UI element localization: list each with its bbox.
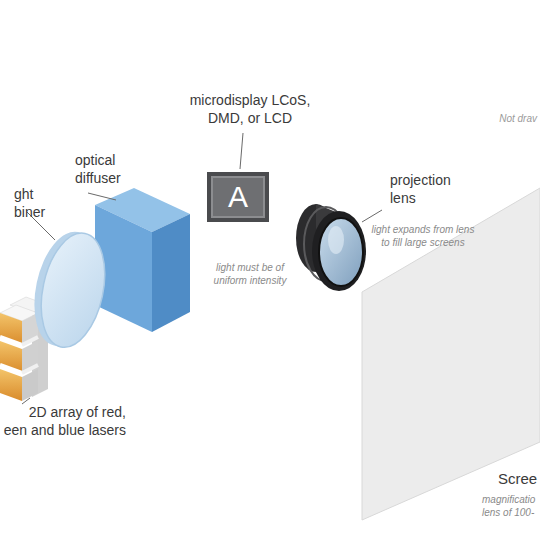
projection-screen bbox=[362, 188, 540, 520]
note-label: light must be of uniform intensity bbox=[214, 262, 287, 287]
part-label: optical diffuser bbox=[75, 152, 85, 187]
part-label: 2D array of red, een and blue lasers bbox=[3, 404, 126, 439]
microdisplay-panel: A bbox=[207, 172, 269, 222]
part-label: ght biner bbox=[14, 186, 24, 221]
part-label: projection lens bbox=[390, 172, 400, 207]
scale-note: Not drav bbox=[499, 113, 537, 126]
projection-lens bbox=[296, 204, 366, 291]
part-label: Scree bbox=[498, 470, 508, 489]
note-label: magnificatio lens of 100- bbox=[482, 494, 535, 519]
part-label: microdisplay LCoS, DMD, or LCD bbox=[190, 92, 311, 127]
note-label: light expands from lens to fill large sc… bbox=[372, 224, 475, 249]
diffuser-block bbox=[95, 188, 190, 332]
display-glyph: A bbox=[228, 182, 248, 212]
leader-lines bbox=[22, 133, 382, 404]
combiner-lens bbox=[25, 226, 115, 353]
